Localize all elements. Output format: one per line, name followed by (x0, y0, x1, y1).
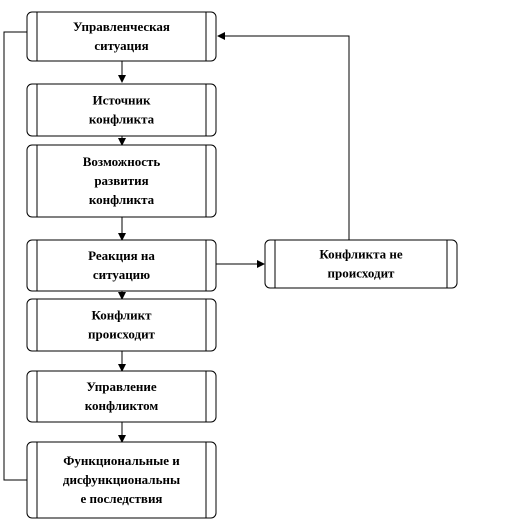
node-label-line: происходит (88, 327, 156, 342)
node-box-not-occur (264, 239, 458, 289)
node-management: Управление конфликтом (26, 370, 217, 423)
node-reaction: Реакция на ситуацию (26, 239, 217, 292)
node-label-line: происходит (328, 266, 396, 281)
node-label-line: Конфликт (91, 308, 152, 323)
node-box-possibility (26, 144, 217, 218)
node-label-line: Конфликта не (319, 247, 402, 262)
node-box-situation (26, 11, 217, 62)
node-possibility: Возможность развития конфликта (26, 144, 217, 218)
node-box-consequences (26, 441, 217, 519)
node-label-line: Управленческая (73, 19, 170, 34)
node-consequences: Функциональные и дисфункциональны е послед… (26, 441, 217, 519)
node-label-line: конфликта (89, 192, 155, 207)
node-box-source (26, 83, 217, 137)
node-not-occur: Конфликта не происходит (264, 239, 458, 289)
node-label-line: развития (94, 173, 148, 188)
feedback-line-consequences-to-situation (3, 31, 28, 481)
node-source: Источник конфликта (26, 83, 217, 137)
node-label-line: конфликтом (85, 398, 159, 413)
node-label-line: ситуация (94, 38, 148, 53)
node-box-management (26, 370, 217, 423)
node-occurs: Конфликт происходит (26, 298, 217, 352)
node-label-line: конфликта (89, 112, 155, 127)
node-label-line: Источник (92, 93, 151, 108)
node-label-line: Возможность (83, 154, 161, 169)
node-situation: Управленческая ситуация (26, 11, 217, 62)
node-label-line: е последствия (81, 491, 163, 506)
node-label-line: Реакция на (88, 248, 155, 263)
connectors (3, 27, 350, 481)
node-label-line: дисфункциональны (63, 472, 180, 487)
node-label-line: ситуацию (93, 267, 150, 282)
node-label-line: Функциональные и (63, 453, 180, 468)
node-box-reaction (26, 239, 217, 292)
arrow-not-occur-back-to-situation (217, 32, 350, 240)
node-label-line: Управление (86, 379, 157, 394)
nodes: УправленческаяситуацияИсточникконфликтаВ… (26, 11, 458, 519)
node-box-occurs (26, 298, 217, 352)
